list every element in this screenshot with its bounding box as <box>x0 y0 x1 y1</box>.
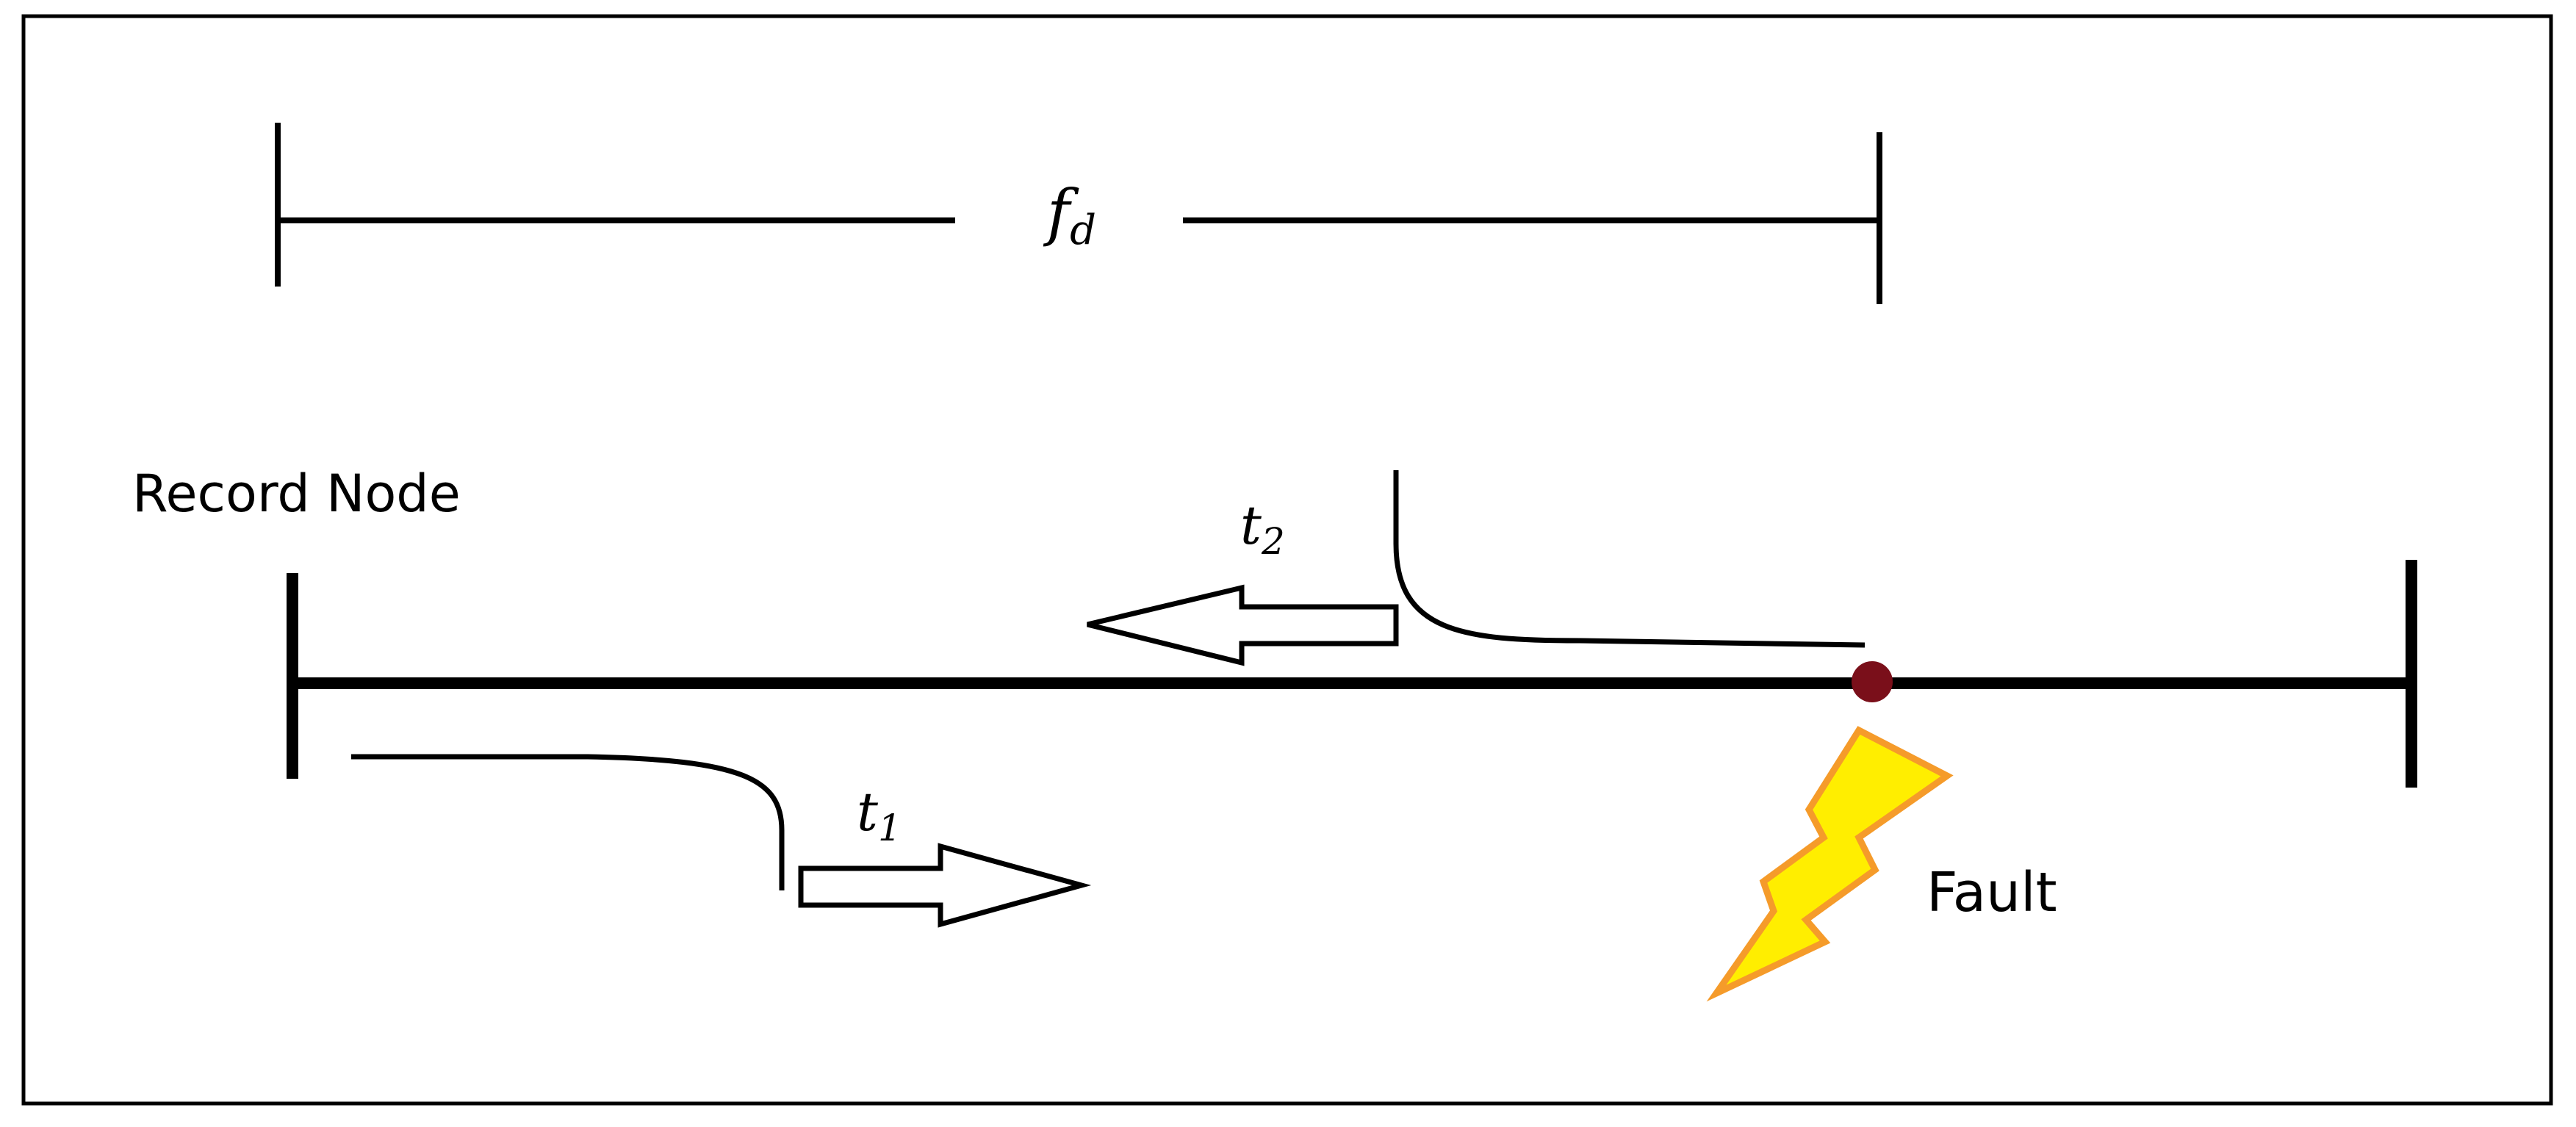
right-arrow-icon <box>798 843 1092 928</box>
t2-label-main: t <box>1240 494 1262 556</box>
fault-point <box>1852 661 1893 702</box>
t2-label-subscript: 2 <box>1261 520 1285 563</box>
t1-label-main: t <box>857 781 879 843</box>
reflected-wave-curve <box>1393 470 1866 648</box>
distance-label-subscript: d <box>1070 206 1096 254</box>
diagram-frame <box>21 14 2553 1106</box>
incident-wave-curve <box>351 754 785 890</box>
t2-label: t2 <box>1240 494 1285 563</box>
t1-label: t1 <box>857 781 902 849</box>
fault-label: Fault <box>1926 861 2057 924</box>
transmission-line <box>287 560 2417 788</box>
record-node-label: Record Node <box>132 464 461 524</box>
distance-dimension <box>275 123 1882 304</box>
t1-label-subscript: 1 <box>878 807 902 849</box>
lightning-bolt-icon <box>1706 726 1954 1002</box>
left-arrow-icon <box>1087 584 1399 666</box>
